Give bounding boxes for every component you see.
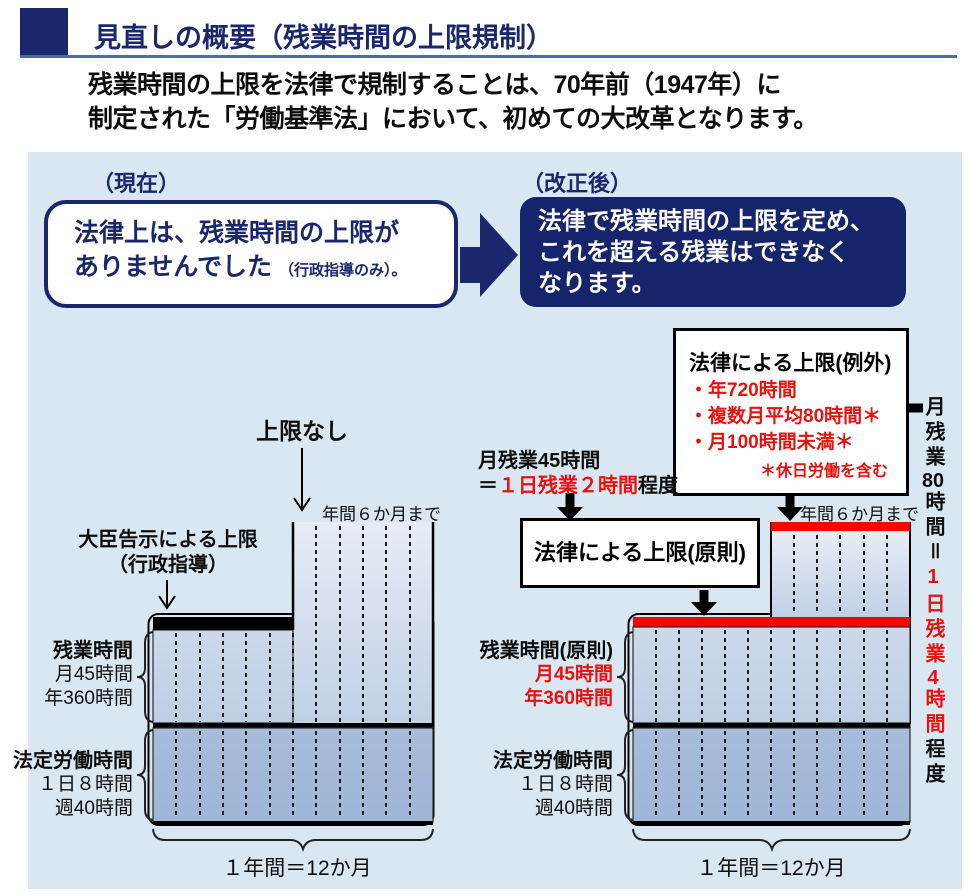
transition-arrow-icon: [460, 213, 518, 297]
minister-limit-label: 大臣告示による上限 （行政指導）: [78, 529, 258, 576]
right-red-cap-exception: [771, 522, 910, 531]
after-line1: 法律で残業時間の上限を定め、: [538, 208, 874, 235]
right-overtime-label: 残業時間(原則): [479, 640, 613, 662]
after-label: （改正後）: [522, 171, 633, 196]
exception-item-3: ・月100時間未満＊: [689, 432, 854, 453]
arrow-monthly45-icon: [557, 493, 583, 521]
no-limit-arrow-icon: [293, 448, 311, 512]
diagram-graphics: [136, 213, 923, 853]
left-statutory-daily: １日８時間: [37, 774, 133, 795]
right-overtime-yearly: 年360時間: [524, 688, 613, 709]
header-rule: [20, 55, 957, 58]
exception-box: 法律による上限(例外) ・年720時間 ・複数月平均80時間＊ ・月100時間未…: [673, 328, 909, 496]
before-label: （現在）: [92, 171, 181, 196]
right-statutory-daily: １日８時間: [517, 774, 613, 795]
exception-item-2: ・複数月平均80時間＊: [689, 406, 882, 427]
after-line3: なります。: [538, 270, 656, 297]
right-chart: [557, 395, 923, 853]
left-statutory-label: 法定労働時間: [13, 750, 133, 772]
left-black-cap: [153, 617, 293, 630]
monthly45-line1: 月残業45時間: [478, 450, 601, 472]
principle-box: 法律による上限(原則): [520, 518, 760, 588]
after-box: 法律で残業時間の上限を定め、 これを超える残業はできなく なります。: [520, 197, 906, 307]
diagram-panel: （現在） 法律上は、残業時間の上限が ありませんでした （行政指導のみ）。 （改…: [13, 152, 962, 889]
arrow-exception-icon: [777, 493, 803, 521]
right-six-months-label: 年間６か月まで: [800, 505, 919, 524]
right-statutory-label: 法定労働時間: [493, 750, 613, 772]
left-statutory-weekly: 週40時間: [54, 798, 133, 819]
before-text-main: ありませんでした: [74, 253, 273, 281]
left-overtime-label: 残業時間: [53, 640, 133, 662]
no-limit-label: 上限なし: [256, 418, 348, 444]
right-statutory-weekly: 週40時間: [534, 798, 613, 819]
before-text-line2: ありませんでした （行政指導のみ）。: [74, 250, 444, 288]
after-line2: これを超える残業はできなく: [538, 239, 850, 266]
page-title: 見直しの概要（残業時間の上限規制）: [94, 23, 553, 53]
exception-note: ＊休日労働を含む: [759, 463, 888, 480]
left-overtime-monthly: 月45時間: [54, 664, 133, 685]
left-year-label: １年間＝12か月: [222, 857, 372, 880]
header-accent-square: [20, 8, 68, 55]
left-chart: [136, 448, 435, 853]
intro-line1: 残業時間の上限を法律で規制することは、70年前（1947年）に: [88, 71, 781, 99]
right-overtime-monthly: 月45時間: [534, 664, 613, 685]
left-six-months-label: 年間６か月まで: [322, 505, 441, 524]
intro-text: 残業時間の上限を法律で規制することは、70年前（1947年）に 制定された「労働…: [88, 68, 818, 136]
intro-line2: 制定された「労働基準法」において、初めての大改革となります。: [88, 105, 818, 133]
before-box: 法律上は、残業時間の上限が ありませんでした （行政指導のみ）。: [44, 200, 458, 308]
before-text-note: （行政指導のみ）。: [278, 262, 407, 279]
right-red-cap-principle: [633, 617, 910, 627]
arrow-principle-icon: [691, 590, 717, 616]
left-overtime-yearly: 年360時間: [44, 688, 133, 709]
minister-limit-arrow-icon: [158, 580, 176, 610]
exception-title: 法律による上限(例外): [689, 352, 892, 375]
exception-item-1: ・年720時間: [689, 380, 797, 401]
side-label-vertical: 月残業80時間＝1日残業4時間程度: [922, 396, 944, 788]
monthly45-line2: ＝１日残業２時間程度: [478, 475, 678, 497]
right-year-label: １年間＝12か月: [696, 857, 846, 880]
before-text-line1: 法律上は、残業時間の上限が: [74, 219, 400, 247]
